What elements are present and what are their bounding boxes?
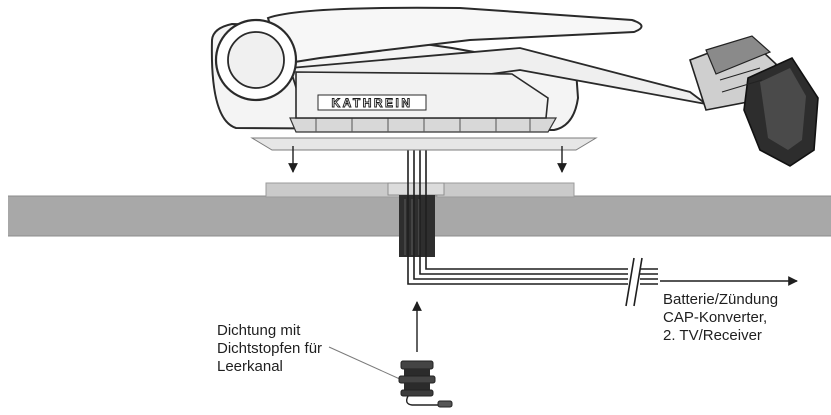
cable-gland-cap [387,182,445,196]
mount-plate-left [265,182,407,198]
antenna-base-bottom [289,117,558,133]
brand-logo: KATHREIN [331,96,412,110]
seal-label: Dichtung mit Dichtstopfen für Leerkanal [217,322,322,376]
lnb-unit [689,35,819,167]
connection-label-line-3: 2. TV/Receiver [663,327,762,344]
cable-break-icon [625,257,643,307]
connection-label-line-1: Batterie/Zündung [663,291,779,308]
seal-icon [398,360,453,408]
seal-leader-line [328,346,403,381]
connection-label-line-2: CAP-Konverter, [663,309,768,326]
antenna-base-plate [250,137,598,151]
mount-plate-right [436,182,575,198]
seal-label-line-3: Leerkanal [217,358,283,375]
connection-label: Batterie/Zündung CAP-Konverter, 2. TV/Re… [663,291,778,345]
seal-label-line-2: Dichtstopfen für [217,340,323,357]
cable-gland [399,195,435,257]
brand-logo-plate [317,94,427,111]
antenna-dish-arm [266,6,643,66]
antenna-unit: KATHREIN [210,6,819,167]
seal-label-line-1: Dichtung mit [217,322,301,339]
cable-bundle [407,138,628,285]
